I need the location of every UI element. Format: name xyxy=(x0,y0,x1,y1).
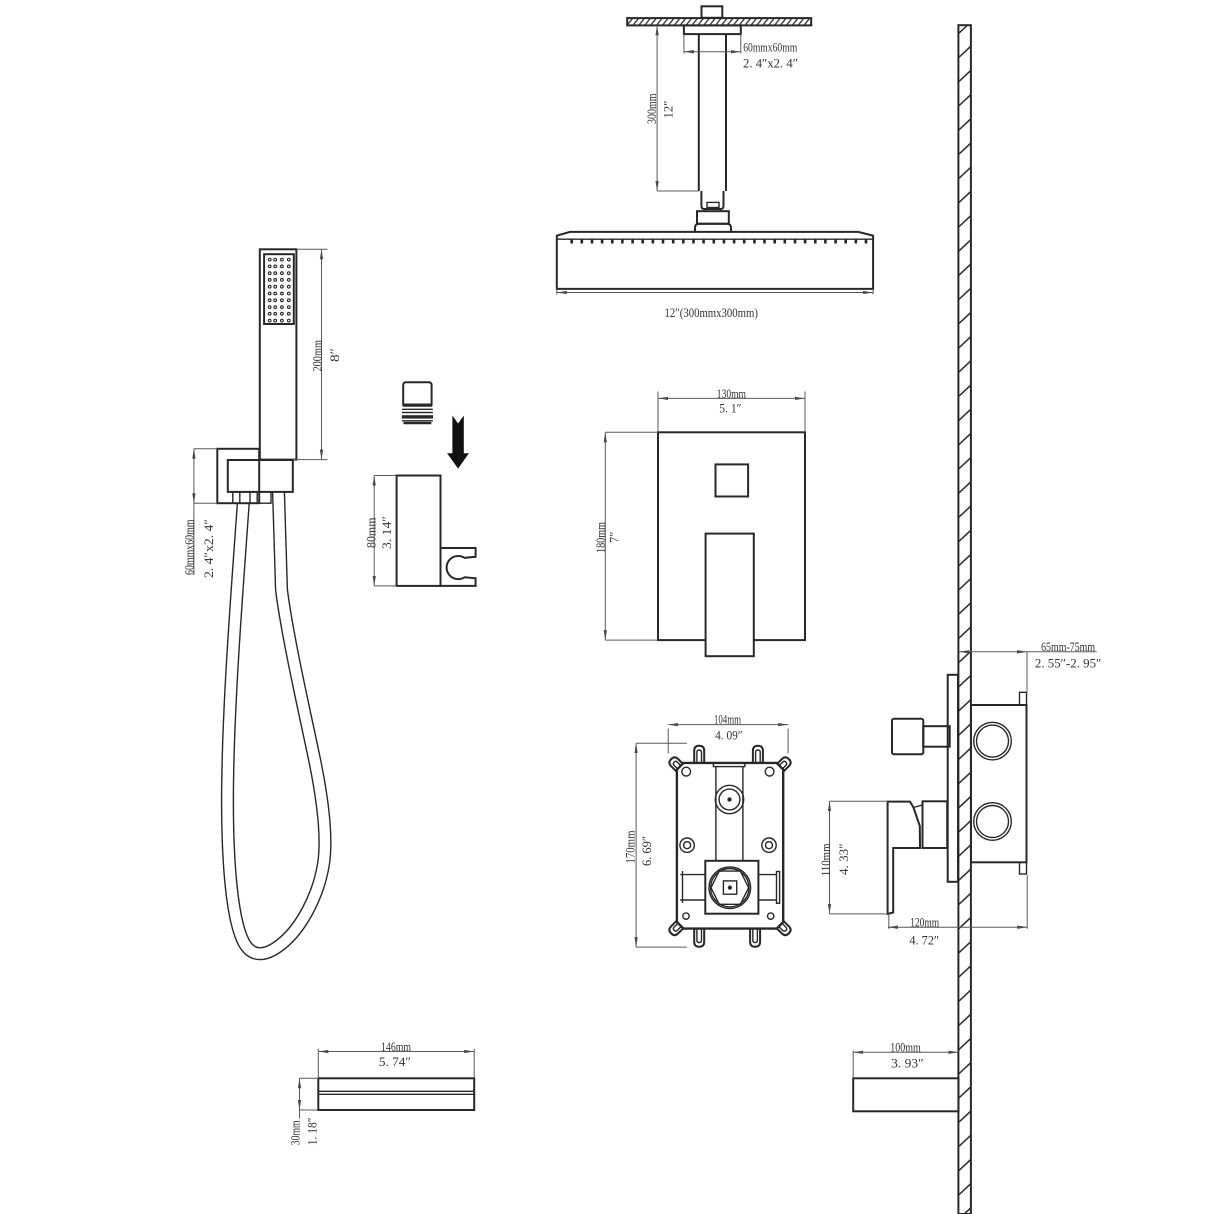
svg-text:4. 33″: 4. 33″ xyxy=(836,843,851,875)
svg-text:65mm-75mm: 65mm-75mm xyxy=(1041,639,1095,654)
svg-text:30mm: 30mm xyxy=(288,1120,303,1145)
svg-text:12″(300mmx300mm): 12″(300mmx300mm) xyxy=(665,305,759,320)
svg-text:12″: 12″ xyxy=(661,101,676,119)
svg-text:200mm: 200mm xyxy=(309,340,324,372)
svg-text:5. 74″: 5. 74″ xyxy=(379,1054,411,1069)
svg-text:8″: 8″ xyxy=(327,348,342,362)
svg-text:170mm: 170mm xyxy=(623,831,638,864)
svg-text:3. 93″: 3. 93″ xyxy=(891,1055,924,1070)
svg-text:7″: 7″ xyxy=(607,532,622,544)
svg-text:6. 69″: 6. 69″ xyxy=(639,836,654,866)
svg-text:5. 1″: 5. 1″ xyxy=(719,401,741,416)
svg-text:146mm: 146mm xyxy=(381,1039,411,1054)
svg-text:4. 72″: 4. 72″ xyxy=(909,933,939,948)
svg-text:180mm: 180mm xyxy=(593,522,608,553)
svg-text:2. 4″x2. 4″: 2. 4″x2. 4″ xyxy=(743,56,798,71)
svg-text:4. 09″: 4. 09″ xyxy=(715,728,743,743)
svg-text:100mm: 100mm xyxy=(890,1040,921,1055)
svg-text:80mm: 80mm xyxy=(363,518,378,549)
svg-text:1. 18″: 1. 18″ xyxy=(305,1118,320,1146)
svg-text:130mm: 130mm xyxy=(717,386,746,401)
svg-text:104mm: 104mm xyxy=(714,712,741,727)
svg-text:2. 4″x2. 4″: 2. 4″x2. 4″ xyxy=(201,519,216,578)
svg-text:2. 55″-2. 95″: 2. 55″-2. 95″ xyxy=(1035,656,1102,671)
svg-text:60mmx60mm: 60mmx60mm xyxy=(743,40,797,55)
svg-text:120mm: 120mm xyxy=(910,914,939,929)
svg-text:3. 14″: 3. 14″ xyxy=(379,516,394,549)
svg-text:300mm: 300mm xyxy=(644,94,659,125)
svg-text:110mm: 110mm xyxy=(818,843,833,876)
svg-text:60mmx60mm: 60mmx60mm xyxy=(182,520,197,576)
